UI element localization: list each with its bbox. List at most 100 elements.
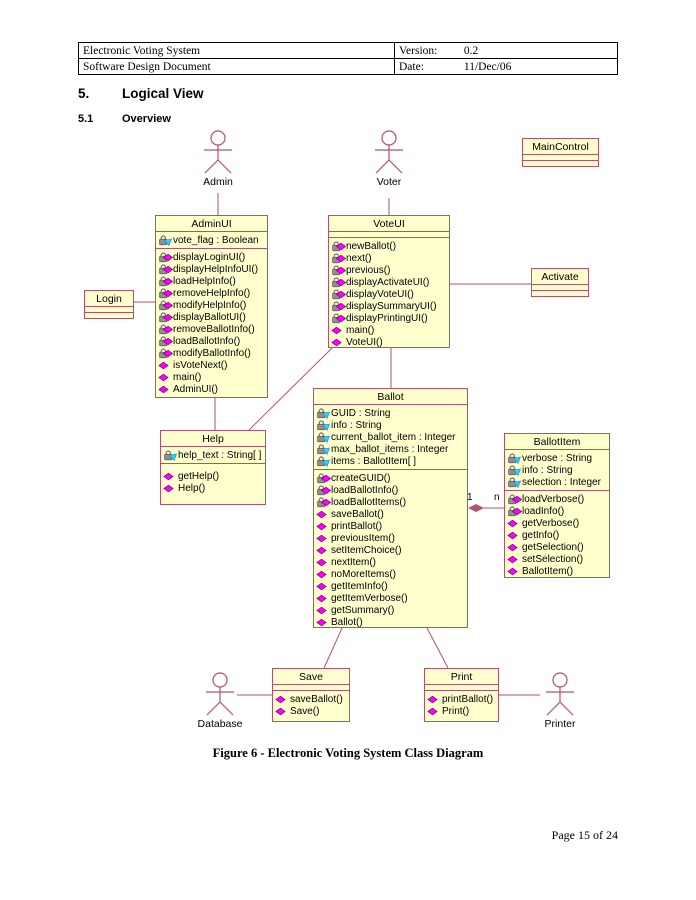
attributes-compartment	[273, 685, 349, 691]
method-row: getSelection()	[507, 541, 608, 553]
method-row: getItemVerbose()	[316, 592, 466, 604]
class-print: Print printBallot()	[424, 668, 499, 722]
member-label: loadHelpInfo()	[173, 275, 236, 287]
methods-compartment: saveBallot() Save()	[273, 691, 349, 721]
method-row: loadHelpInfo()	[158, 275, 266, 287]
class-title: AdminUI	[156, 216, 267, 232]
visibility-icon	[316, 407, 331, 419]
member-label: verbose : String	[522, 452, 593, 464]
attribute-row: info : String	[316, 419, 466, 431]
class-adminui: AdminUI vote_flag : Boolean	[155, 215, 268, 398]
visibility-icon	[316, 533, 331, 544]
actor-database: Database	[190, 670, 250, 730]
member-label: setSelection()	[522, 553, 584, 565]
attributes-compartment	[329, 232, 449, 238]
methods-compartment: newBallot() next()	[329, 238, 449, 347]
method-row: loadBallotInfo()	[158, 335, 266, 347]
member-label: loadBallotInfo()	[173, 335, 241, 347]
methods-compartment: displayLoginUI() displayHelpInfoUI()	[156, 249, 267, 397]
visibility-icon	[158, 275, 173, 287]
class-title: Ballot	[314, 389, 467, 405]
member-label: displayPrintingUI()	[346, 312, 428, 324]
member-label: createGUID()	[331, 472, 391, 484]
member-label: loadBallotItems()	[331, 496, 407, 508]
member-label: selection : Integer	[522, 476, 601, 488]
subsection-title: Overview	[122, 113, 171, 125]
method-row: Print()	[427, 705, 497, 717]
method-row: getSummary()	[316, 604, 466, 616]
member-label: main()	[346, 324, 375, 336]
visibility-icon	[427, 694, 442, 705]
actor-icon	[204, 130, 232, 174]
member-label: AdminUI()	[173, 383, 219, 395]
method-row: displayActivateUI()	[331, 276, 448, 288]
doc-subtitle-cell: Software Design Document	[78, 58, 395, 75]
class-title: Print	[425, 669, 498, 685]
visibility-icon	[331, 252, 346, 264]
methods-compartment: createGUID() loadBallotInfo()	[314, 470, 467, 627]
visibility-icon	[507, 542, 522, 553]
member-label: info : String	[522, 464, 573, 476]
actor-admin: Admin	[188, 128, 248, 188]
method-row: next()	[331, 252, 448, 264]
member-label: getItemInfo()	[331, 580, 388, 592]
visibility-icon	[158, 372, 173, 383]
date-label: Date:	[399, 60, 424, 73]
date-value: 11/Dec/06	[463, 60, 512, 73]
class-ballotitem: BallotItem verbose : String	[504, 433, 610, 578]
multiplicity-part: n	[494, 492, 500, 503]
section-title: Logical View	[122, 86, 204, 101]
actor-icon	[546, 672, 574, 716]
member-label: previous()	[346, 264, 391, 276]
visibility-icon	[331, 300, 346, 312]
member-label: main()	[173, 371, 202, 383]
member-label: modifyHelpInfo()	[173, 299, 247, 311]
member-label: loadInfo()	[522, 505, 565, 517]
visibility-icon	[331, 337, 346, 348]
method-row: removeBallotInfo()	[158, 323, 266, 335]
actor-label: Voter	[376, 176, 402, 188]
method-row: nextItem()	[316, 556, 466, 568]
attributes-compartment	[425, 685, 498, 691]
visibility-icon	[331, 325, 346, 336]
member-label: Save()	[290, 705, 320, 717]
member-label: removeHelpInfo()	[173, 287, 251, 299]
method-row: getVerbose()	[507, 517, 608, 529]
class-activate: Activate	[531, 268, 589, 297]
visibility-icon	[316, 581, 331, 592]
method-row: main()	[331, 324, 448, 336]
member-label: previousItem()	[331, 532, 395, 544]
member-label: newBallot()	[346, 240, 397, 252]
method-row: Ballot()	[316, 616, 466, 627]
visibility-icon	[507, 452, 522, 464]
date-cell: Date: 11/Dec/06	[394, 58, 618, 75]
visibility-icon	[158, 287, 173, 299]
visibility-icon	[427, 706, 442, 717]
method-row: getHelp()	[163, 470, 264, 482]
visibility-icon	[316, 472, 331, 484]
member-label: VoteUI()	[346, 336, 383, 348]
class-ballot: Ballot GUID : String	[313, 388, 468, 628]
member-label: Print()	[442, 705, 470, 717]
doc-subtitle: Software Design Document	[83, 60, 211, 73]
figure-caption: Figure 6 - Electronic Voting System Clas…	[212, 746, 484, 760]
member-label: getItemVerbose()	[331, 592, 408, 604]
member-label: loadVerbose()	[522, 493, 585, 505]
actor-printer: Printer	[530, 670, 590, 730]
member-label: displayBallotUI()	[173, 311, 246, 323]
visibility-icon	[316, 545, 331, 556]
page-number: Page 15 of 24	[551, 828, 618, 842]
attribute-row: items : BallotItem[ ]	[316, 455, 466, 467]
visibility-icon	[158, 360, 173, 371]
method-row: printBallot()	[316, 520, 466, 532]
visibility-icon	[316, 617, 331, 628]
method-row: saveBallot()	[275, 693, 348, 705]
visibility-icon	[331, 264, 346, 276]
method-row: loadBallotInfo()	[316, 484, 466, 496]
attribute-row: max_ballot_items : Integer	[316, 443, 466, 455]
method-row: Help()	[163, 482, 264, 494]
member-label: displayActivateUI()	[346, 276, 430, 288]
member-label: displayLoginUI()	[173, 251, 246, 263]
member-label: current_ballot_item : Integer	[331, 431, 456, 443]
